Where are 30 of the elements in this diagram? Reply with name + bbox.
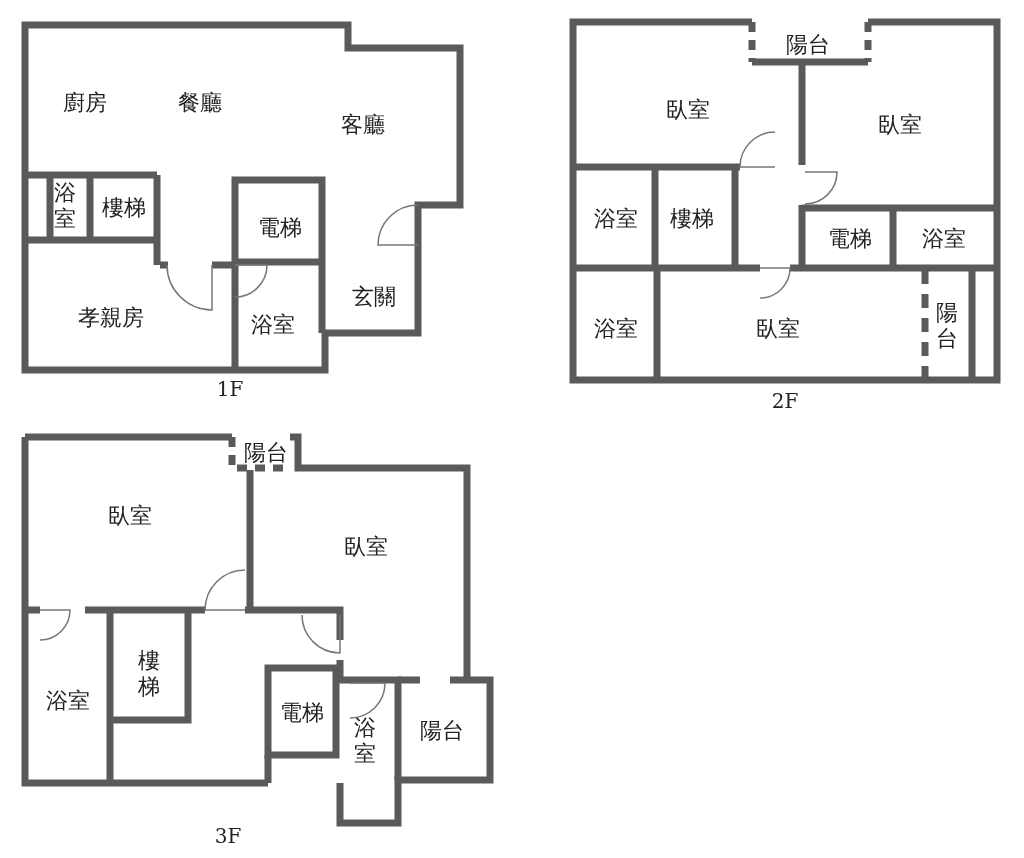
room-label: 樓梯 xyxy=(669,206,715,232)
room-label: 浴室 xyxy=(53,180,77,232)
room-label: 浴室 xyxy=(250,312,296,338)
room-label: 浴室 xyxy=(921,226,967,252)
room-label: 孝親房 xyxy=(77,305,145,331)
room-label: 臥室 xyxy=(665,97,711,123)
room-label: 浴室 xyxy=(353,715,377,767)
room-label: 浴室 xyxy=(593,316,639,342)
floor-label: 1F xyxy=(215,376,245,402)
room-label: 玄關 xyxy=(351,284,397,310)
room-label: 樓梯 xyxy=(101,195,147,221)
room-label: 電梯 xyxy=(827,226,873,252)
room-label: 餐廳 xyxy=(177,90,223,116)
room-label: 陽台 xyxy=(935,300,959,352)
room-label: 浴室 xyxy=(45,688,91,714)
room-label: 廚房 xyxy=(62,90,108,116)
room-label: 臥室 xyxy=(755,316,801,342)
room-label: 樓梯 xyxy=(137,648,161,700)
room-label: 陽台 xyxy=(785,32,831,58)
room-label: 臥室 xyxy=(107,503,153,529)
room-label: 臥室 xyxy=(343,534,389,560)
room-label: 電梯 xyxy=(279,700,325,726)
room-label: 陽台 xyxy=(243,440,289,466)
room-label: 浴室 xyxy=(593,206,639,232)
room-label: 電梯 xyxy=(257,215,303,241)
floor-label: 3F xyxy=(213,823,243,849)
room-label: 客廳 xyxy=(340,112,386,138)
floor-label: 2F xyxy=(770,388,800,414)
room-label: 陽台 xyxy=(419,718,465,744)
room-label: 臥室 xyxy=(877,112,923,138)
